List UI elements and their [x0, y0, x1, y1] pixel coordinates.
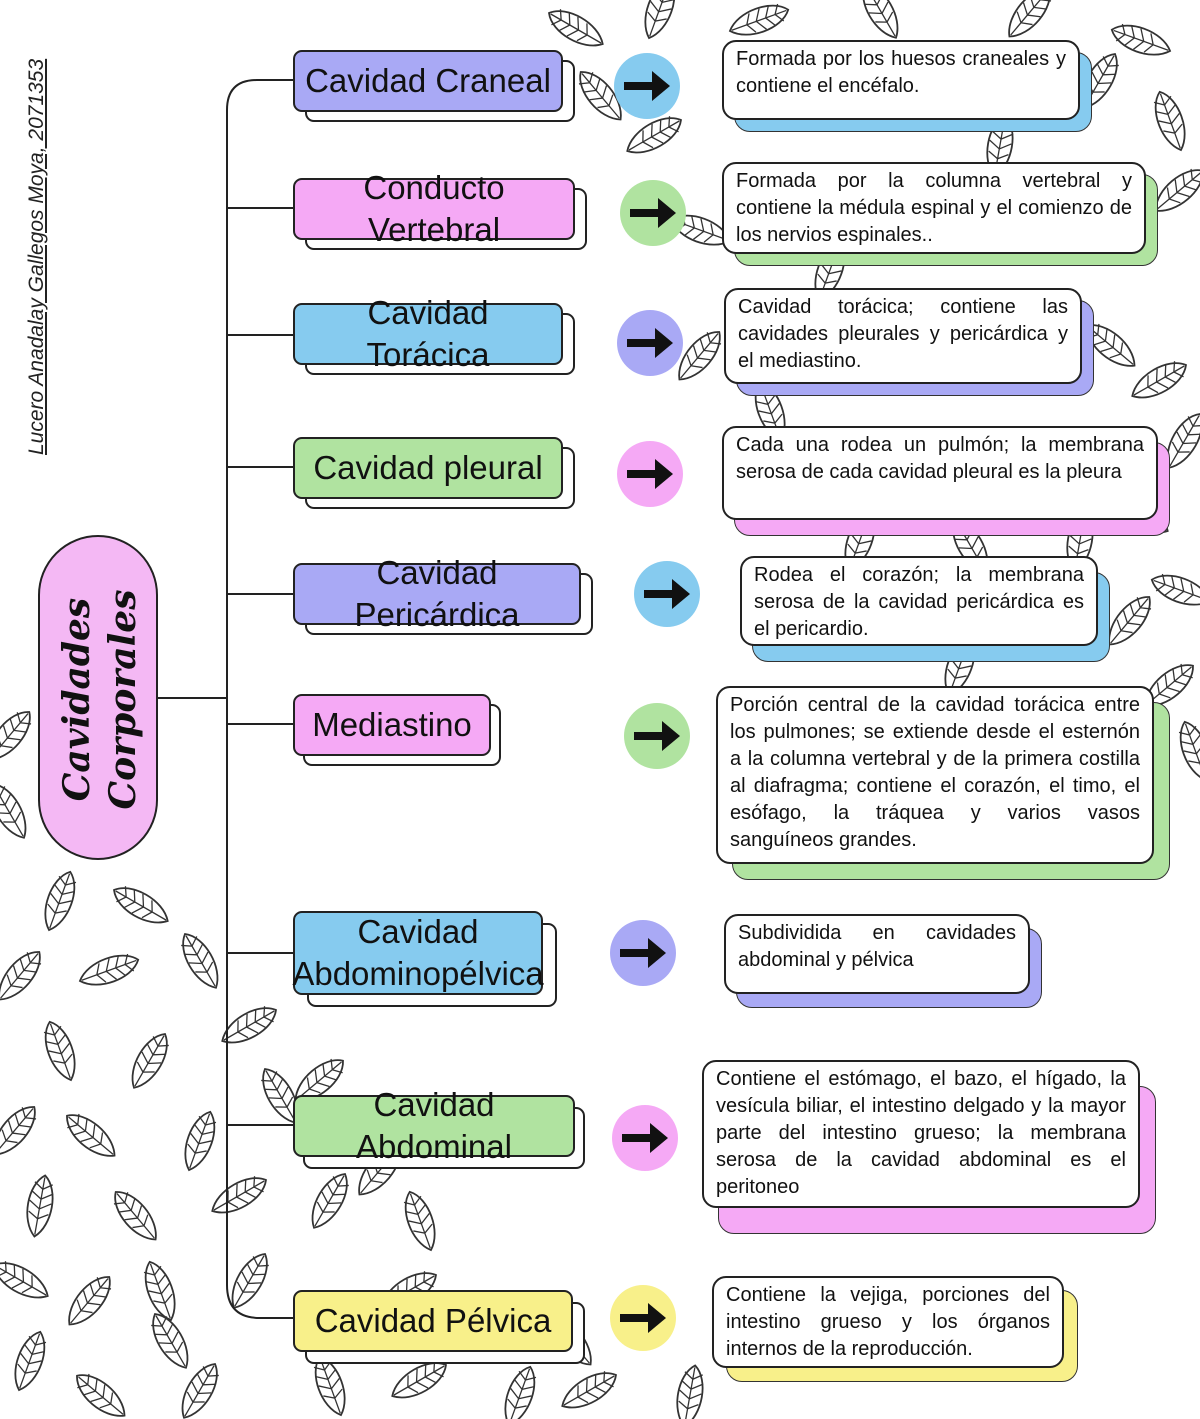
leaf-icon — [561, 1371, 617, 1409]
leaf-icon — [1153, 90, 1186, 152]
leaf-icon — [0, 1106, 37, 1156]
leaf-icon — [43, 1020, 76, 1082]
description-box: Cavidad torácica; contiene las cavidades… — [724, 288, 1082, 384]
leaf-icon — [1178, 720, 1200, 782]
leaf-icon — [76, 1373, 126, 1417]
right-arrow-icon — [624, 71, 670, 101]
category-box: Conducto Vertebral — [293, 169, 575, 248]
leaf-icon — [391, 1361, 447, 1399]
category-box: Cavidad Pélvica — [293, 1290, 573, 1352]
description-box: Rodea el corazón; la membrana serosa de … — [740, 556, 1098, 646]
arrow-circle — [617, 441, 683, 507]
arrow-circle — [610, 1285, 676, 1351]
right-arrow-icon — [634, 721, 680, 751]
right-arrow-icon — [627, 459, 673, 489]
leaf-icon — [313, 1355, 346, 1417]
category-box: Cavidad Abdominal — [293, 1086, 575, 1165]
leaf-icon — [0, 951, 42, 1001]
category-box: Mediastino — [293, 694, 491, 756]
leaf-icon — [676, 1364, 704, 1419]
leaf-icon — [66, 1113, 116, 1157]
description-box: Formada por la columna vertebral y conti… — [722, 162, 1146, 254]
description-box: Porción central de la cavidad torácica e… — [716, 686, 1154, 864]
leaf-icon — [181, 933, 219, 989]
right-arrow-icon — [630, 198, 676, 228]
category-box: Cavidad Craneal — [293, 50, 563, 112]
leaf-icon — [678, 331, 722, 381]
arrow-circle — [624, 703, 690, 769]
leaf-icon — [26, 1174, 54, 1238]
leaf-icon — [143, 1260, 176, 1322]
leaf-icon — [113, 886, 169, 924]
category-box: Cavidad Pericárdica — [293, 554, 581, 633]
leaf-icon — [1131, 361, 1187, 399]
leaf-icon — [14, 1330, 47, 1392]
description-box: Subdividida en cavidades abdominal y pél… — [724, 914, 1030, 994]
main-topic-title: Cavidades Corporales — [40, 537, 160, 862]
leaf-icon — [1008, 0, 1052, 38]
leaf-icon — [131, 1033, 169, 1089]
leaf-icon — [403, 1190, 436, 1252]
right-arrow-icon — [644, 579, 690, 609]
main-topic-box: Cavidades Corporales — [38, 535, 158, 860]
category-box: Cavidad Torácica — [293, 294, 563, 373]
leaf-icon — [184, 1110, 217, 1172]
leaf-icon — [548, 9, 604, 47]
description-box: Cada una rodea un pulmón; la membrana se… — [722, 426, 1158, 520]
right-arrow-icon — [627, 328, 673, 358]
right-arrow-icon — [622, 1123, 668, 1153]
leaf-icon — [68, 1276, 112, 1326]
leaf-icon — [626, 116, 682, 154]
right-arrow-icon — [620, 938, 666, 968]
leaf-icon — [861, 0, 899, 39]
leaf-icon — [221, 1006, 277, 1044]
author-credit: Lucero Anadalay Gallegos Moya, 2071353 — [25, 58, 48, 455]
main-title-line-2: Corporales — [102, 589, 144, 810]
leaf-icon — [1150, 573, 1200, 606]
leaf-icon — [1110, 23, 1172, 56]
leaf-icon — [0, 1261, 49, 1299]
leaf-icon — [44, 870, 77, 932]
leaf-icon — [728, 3, 790, 36]
arrow-circle — [612, 1105, 678, 1171]
description-box: Contiene la vejiga, porciones del intest… — [712, 1276, 1064, 1368]
leaf-icon — [0, 711, 32, 761]
arrow-circle — [620, 180, 686, 246]
leaf-icon — [504, 1365, 537, 1419]
leaf-icon — [0, 783, 27, 839]
arrow-circle — [634, 561, 700, 627]
leaf-icon — [311, 1173, 349, 1229]
category-box: Cavidad pleural — [293, 437, 563, 499]
leaf-icon — [578, 71, 622, 121]
leaf-icon — [78, 953, 140, 986]
arrow-circle — [610, 920, 676, 986]
leaf-icon — [181, 1363, 219, 1419]
leaf-icon — [113, 1191, 157, 1241]
description-box: Contiene el estómago, el bazo, el hígado… — [702, 1060, 1140, 1208]
leaf-icon — [644, 0, 677, 40]
arrow-circle — [617, 310, 683, 376]
description-box: Formada por los huesos craneales y conti… — [722, 40, 1080, 120]
main-title-line-1: Cavidades — [56, 597, 98, 802]
leaf-icon — [151, 1313, 189, 1369]
arrow-circle — [614, 53, 680, 119]
category-box: Cavidad Abdominopélvica — [292, 911, 544, 995]
right-arrow-icon — [620, 1303, 666, 1333]
